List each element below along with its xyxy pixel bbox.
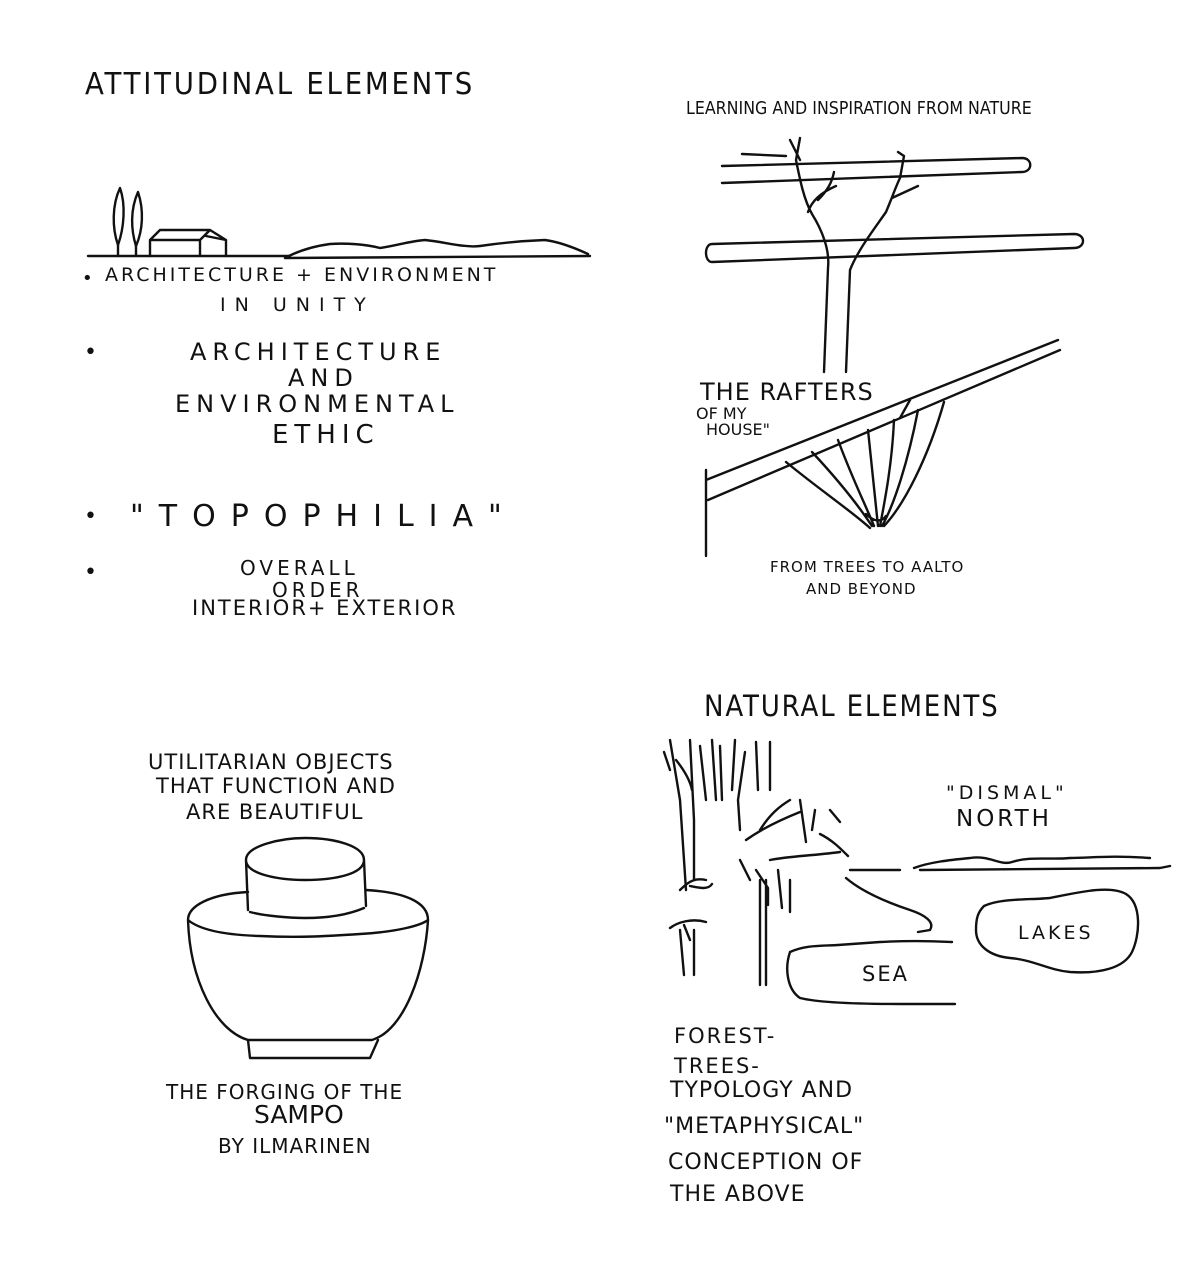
natural-title: NATURAL ELEMENTS bbox=[704, 689, 1000, 723]
rafter-roof bbox=[704, 338, 1062, 558]
house-sketch bbox=[148, 228, 228, 258]
hills-line bbox=[283, 238, 592, 260]
learning-title: LEARNING AND INSPIRATION FROM NATURE bbox=[686, 98, 1032, 119]
bullet-marker: • bbox=[82, 268, 93, 289]
dismal-line-1: "DISMAL" bbox=[946, 782, 1068, 804]
rafters-line-3: HOUSE" bbox=[706, 420, 770, 439]
sampo-caption-line-1: THE FORGING OF THE bbox=[166, 1080, 404, 1104]
tree-trunk bbox=[740, 136, 920, 374]
learning-caption-line-2: AND BEYOND bbox=[806, 580, 917, 598]
upper-beam bbox=[720, 156, 1032, 185]
bullet-1-line-1: ARCHITECTURE + ENVIRONMENT bbox=[105, 264, 499, 286]
forest-line-4: "METAPHYSICAL" bbox=[664, 1114, 865, 1139]
vessel-body bbox=[186, 888, 430, 1042]
bullet-3-line-1: "TOPOPHILIA" bbox=[130, 499, 517, 534]
north-hills bbox=[848, 855, 1172, 872]
bullet-4-line-3: INTERIOR+ EXTERIOR bbox=[192, 596, 458, 620]
dismal-line-2: NORTH bbox=[956, 806, 1052, 832]
utilitarian-title-line-2: THAT FUNCTION AND bbox=[156, 774, 396, 798]
sampo-caption-line-2: SAMPO bbox=[254, 1100, 344, 1129]
rafter-fan bbox=[784, 398, 946, 530]
rafters-line-2: OF MY bbox=[696, 404, 747, 423]
sea-label: SEA bbox=[862, 962, 909, 986]
bullet-marker: • bbox=[84, 340, 97, 365]
utilitarian-title-line-3: ARE BEAUTIFUL bbox=[186, 800, 364, 824]
tree-rafter-sketch bbox=[704, 136, 1085, 558]
lakes-outline bbox=[974, 888, 1140, 974]
forest-line-6: THE ABOVE bbox=[670, 1182, 806, 1207]
forest-trees bbox=[662, 738, 772, 892]
forest-line-3: TYPOLOGY AND bbox=[670, 1078, 854, 1103]
bullet-1-line-2: IN UNITY bbox=[220, 294, 375, 316]
bullet-2-line-2: AND bbox=[288, 364, 359, 392]
learning-caption-line-1: FROM TREES TO AALTO bbox=[770, 558, 965, 576]
cypress-tree-right bbox=[130, 190, 144, 248]
bullet-marker: • bbox=[84, 560, 97, 585]
bullet-2-line-1: ARCHITECTURE bbox=[190, 338, 447, 366]
bullet-marker: • bbox=[84, 504, 97, 529]
landscape-sketch bbox=[86, 186, 592, 260]
natural-landscape-sketch bbox=[662, 738, 1172, 1006]
forest-line-2: TREES- bbox=[674, 1054, 761, 1078]
bullet-2-line-3: ENVIRONMENTAL bbox=[175, 390, 460, 418]
lower-beam bbox=[704, 232, 1085, 264]
vessel-foot bbox=[246, 1038, 380, 1060]
rafters-line-1: THE RAFTERS bbox=[700, 378, 874, 406]
sea-outline bbox=[786, 939, 957, 1006]
attitudinal-title: ATTITUDINAL ELEMENTS bbox=[85, 67, 475, 102]
vessel-lid bbox=[244, 836, 368, 912]
cypress-tree-left bbox=[112, 186, 125, 247]
small-trees bbox=[668, 798, 850, 987]
forest-line-1: FOREST- bbox=[674, 1024, 777, 1048]
bullet-2-line-4: ETHIC bbox=[272, 420, 380, 450]
sampo-caption-line-3: BY ILMARINEN bbox=[218, 1134, 372, 1158]
lakes-label: LAKES bbox=[1018, 922, 1094, 944]
utilitarian-title-line-1: UTILITARIAN OBJECTS bbox=[148, 750, 394, 774]
bullet-4-line-2: ORDER bbox=[272, 578, 364, 602]
forest-line-5: CONCEPTION OF bbox=[668, 1150, 864, 1175]
bullet-4-line-1: OVERALL bbox=[240, 556, 359, 580]
sampo-vessel-sketch bbox=[186, 836, 430, 1060]
coast-line bbox=[844, 876, 933, 934]
